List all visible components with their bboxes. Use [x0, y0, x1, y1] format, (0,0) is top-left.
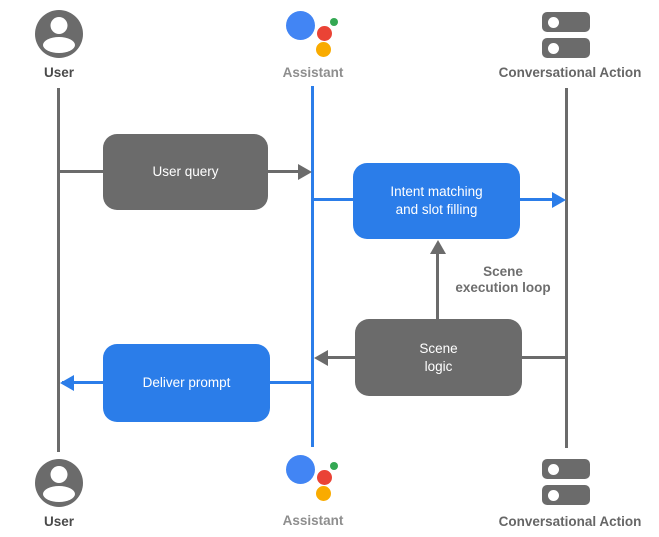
server-row-dot	[548, 16, 559, 28]
scene-logic-label-line2: logic	[424, 358, 453, 374]
assistant-blue-dot	[286, 455, 315, 484]
intent-matching-label-line1: Intent matching	[390, 184, 483, 199]
scene-logic-box: Scene logic	[355, 319, 522, 396]
assistant-yellow-dot	[316, 42, 331, 57]
user-lifeline	[57, 88, 60, 452]
scene-loop-label-line2: execution loop	[455, 280, 551, 295]
server-row	[542, 459, 590, 479]
assistant-label-bottom: Assistant	[282, 513, 344, 528]
intent-arrowhead-icon	[552, 192, 566, 208]
intent-out-line	[520, 198, 554, 201]
deliver-prompt-box: Deliver prompt	[103, 344, 270, 422]
person-head-shape	[50, 466, 68, 483]
person-head-shape	[50, 17, 68, 34]
deliver-prompt-arrowhead-icon	[60, 375, 74, 391]
scene-loop-label-line1: Scene	[483, 264, 523, 279]
server-row	[542, 485, 590, 505]
person-icon	[35, 459, 83, 507]
assistant-green-dot	[330, 462, 338, 470]
user-label-top: User	[43, 65, 75, 80]
assistant-logo-icon	[285, 453, 341, 503]
assistant-red-dot	[317, 26, 332, 41]
assistant-red-dot	[317, 470, 332, 485]
assistant-yellow-dot	[316, 486, 331, 501]
server-row	[542, 38, 590, 58]
action-label-top: Conversational Action	[498, 65, 642, 80]
assistant-label-top: Assistant	[282, 65, 344, 80]
server-row	[542, 12, 590, 32]
intent-in-line	[313, 198, 355, 201]
action-lifeline	[565, 88, 568, 448]
person-torso-shape	[43, 486, 75, 502]
user-query-box: User query	[103, 134, 268, 210]
person-icon	[35, 10, 83, 58]
user-label-bottom: User	[43, 514, 75, 529]
scene-loop-line	[436, 252, 439, 320]
intent-matching-box: Intent matching and slot filling	[353, 163, 520, 239]
user-query-label: User query	[152, 164, 219, 179]
deliver-prompt-label: Deliver prompt	[142, 375, 231, 390]
assistant-lifeline	[311, 86, 314, 447]
scene-logic-label-line1: Scene	[419, 340, 458, 356]
server-row-dot	[548, 463, 559, 475]
user-query-arrowhead-icon	[298, 164, 312, 180]
server-row-dot	[548, 42, 559, 54]
scene-loop-label: Scene execution loop	[433, 264, 573, 296]
action-label-bottom: Conversational Action	[498, 514, 642, 529]
assistant-blue-dot	[286, 11, 315, 40]
server-stack-icon	[542, 12, 590, 59]
assistant-green-dot	[330, 18, 338, 26]
intent-matching-label-line2: and slot filling	[395, 202, 478, 217]
person-torso-shape	[43, 37, 75, 53]
server-row-dot	[548, 489, 559, 501]
server-stack-icon	[542, 459, 590, 506]
scene-loop-arrowhead-icon	[430, 240, 446, 254]
scene-logic-arrowhead-icon	[314, 350, 328, 366]
assistant-logo-icon	[285, 9, 341, 59]
